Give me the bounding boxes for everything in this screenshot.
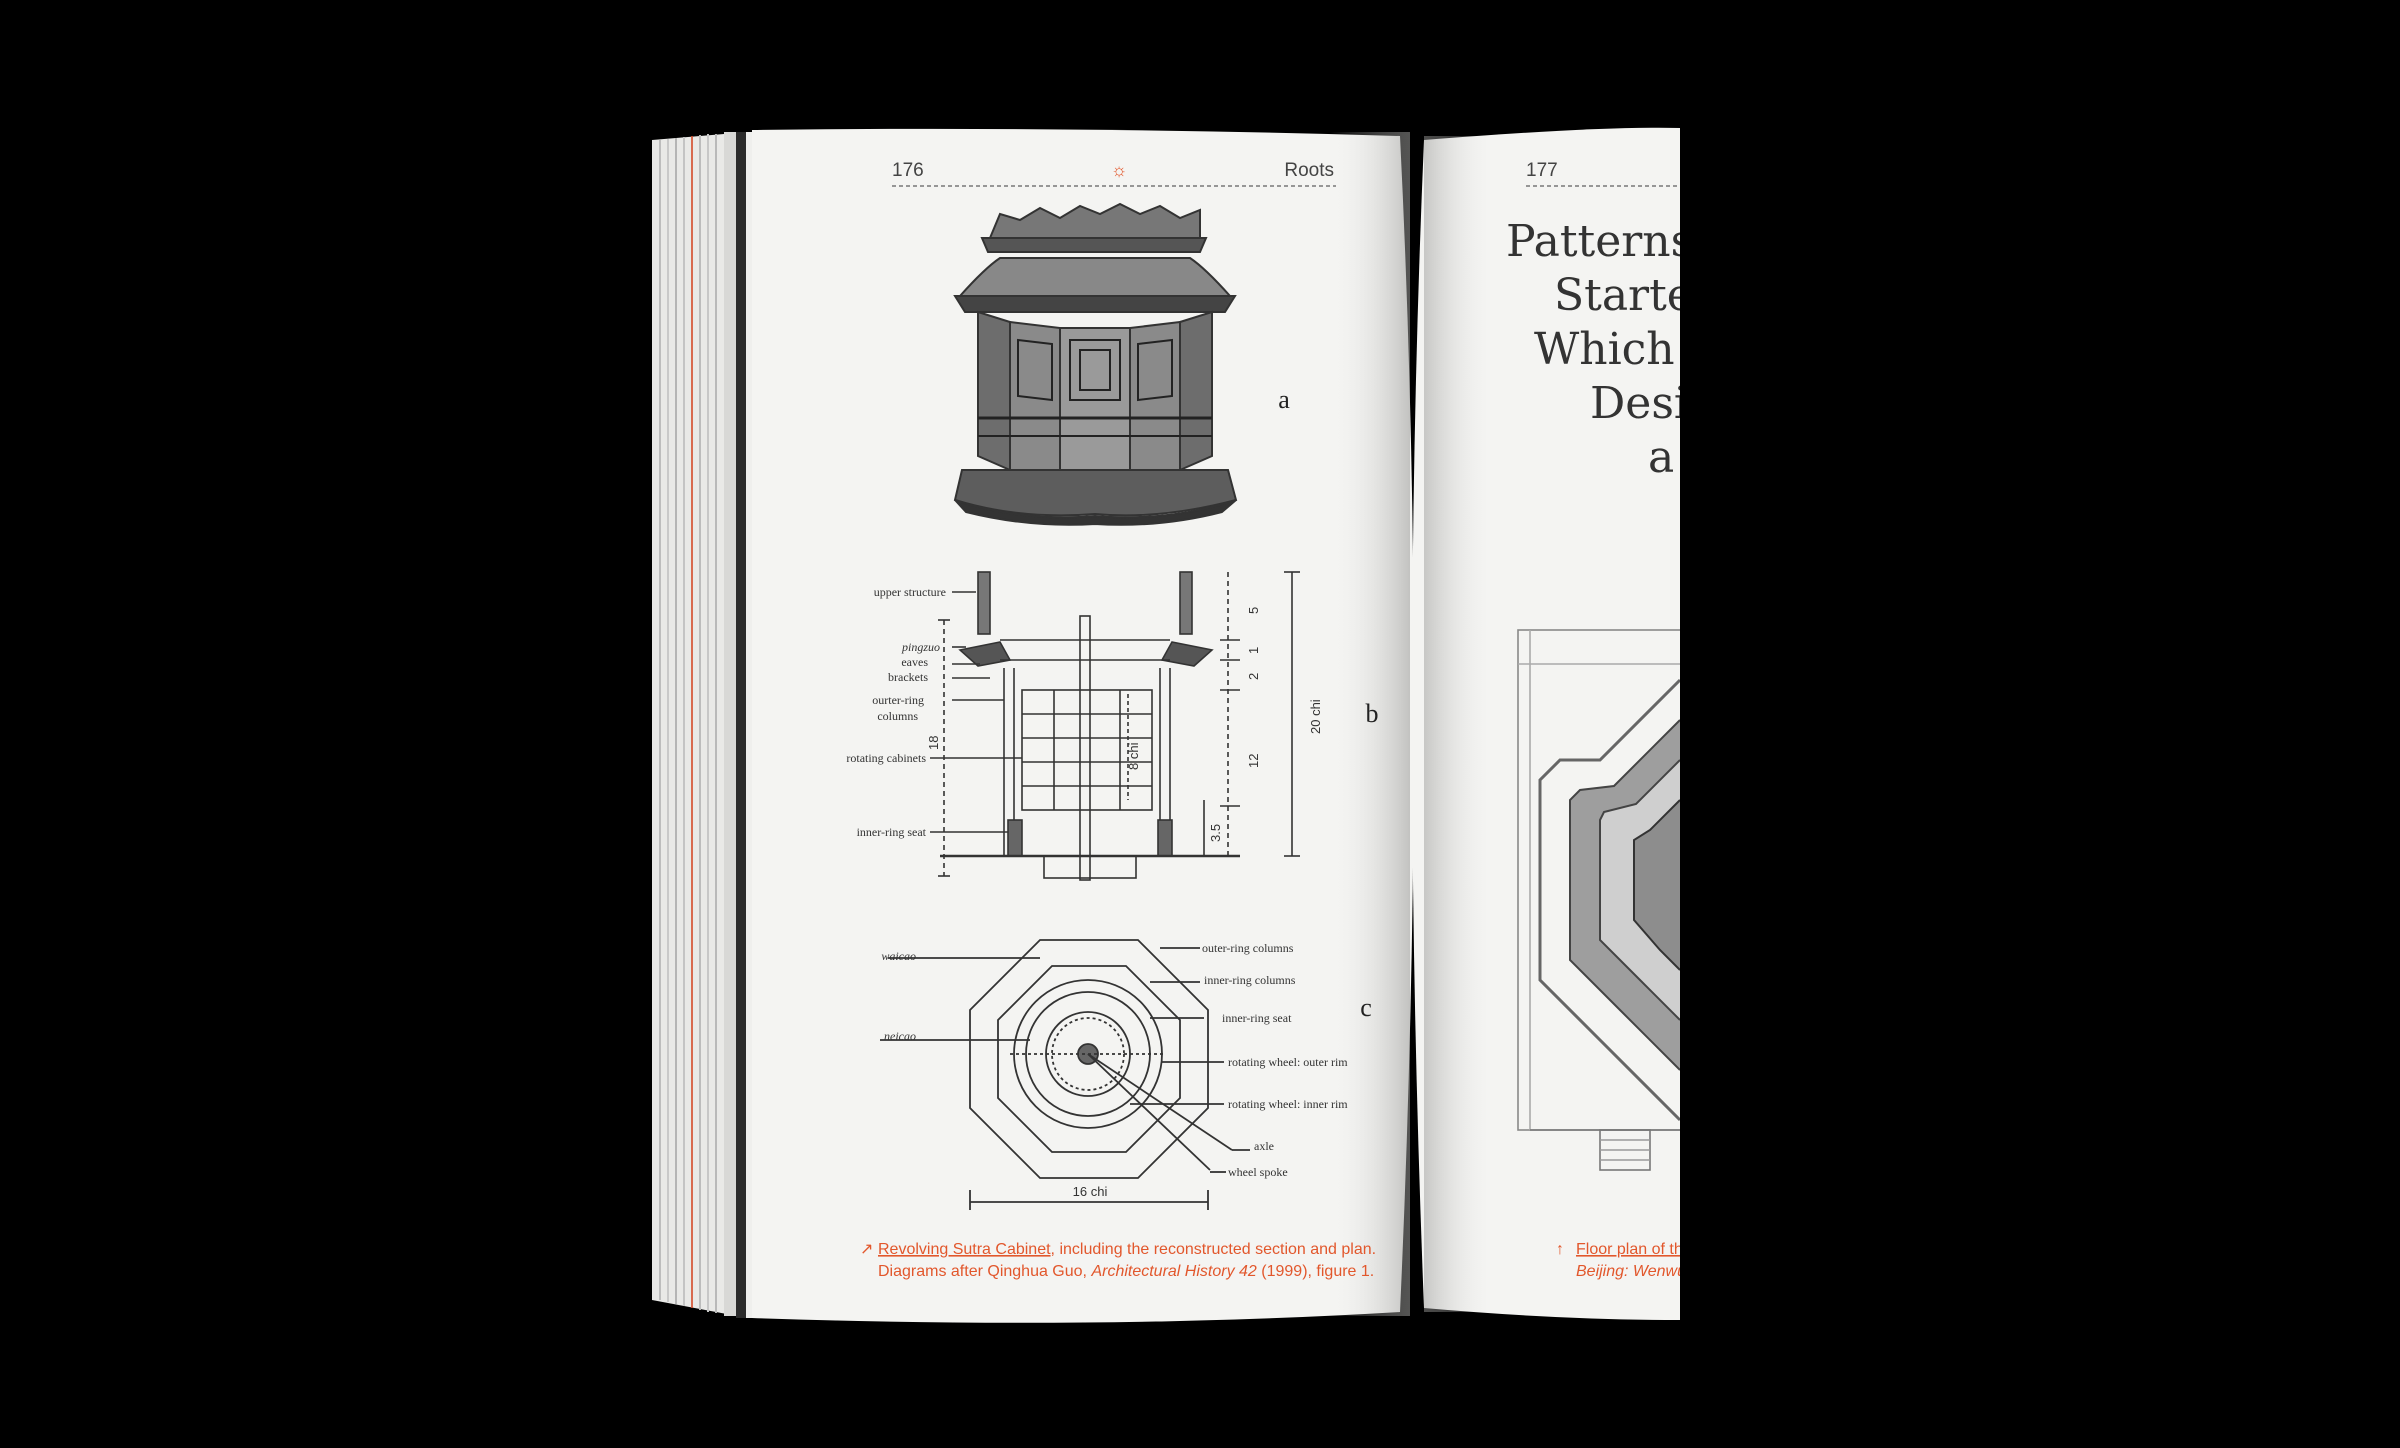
title-line-2: Starte [1554,270,1693,321]
title-line-3: Which [1534,324,1675,375]
label-eaves: eaves [901,655,928,669]
caption-line-1: Revolving Sutra Cabinet, including the r… [878,1241,1376,1258]
dim-5: 5 [1246,607,1261,614]
caption-line-1-rest: , including the reconstructed section an… [1051,1241,1377,1258]
figure-label-a: a [1278,385,1290,414]
label-neicao: neicao [884,1029,916,1043]
dim-18: 18 [926,736,941,750]
label-inner-ring-seat-plan: inner-ring seat [1222,1011,1292,1025]
dim-2: 2 [1246,673,1261,680]
left-page [752,128,1414,1323]
section-dimensions: 5 1 2 12 3.5 18 8 chi 20 chi [926,607,1323,842]
figure-label-c: c [1360,993,1372,1022]
dim-12: 12 [1246,754,1261,768]
label-axle: axle [1254,1139,1274,1153]
dim-20-chi: 20 chi [1308,699,1323,734]
caption-line-2-a: Diagrams after Qinghua Guo, [878,1263,1091,1280]
plan-diagram [880,939,1250,1210]
label-upper-structure: upper structure [874,585,946,599]
dim-3-5: 3.5 [1208,824,1223,842]
right-caption-link[interactable]: Floor plan of th [1576,1241,1683,1258]
page-edges [652,132,752,1318]
label-outer-ring: ourter-ring [872,693,924,707]
dim-16-chi: 16 chi [1073,1184,1108,1199]
chapter-title: Patterns Starte Which Desi a [1506,216,1693,483]
right-caption-arrow-icon: ↑ [1556,1241,1564,1258]
caption-line-2-b: (1999), figure 1. [1257,1263,1374,1280]
plan-labels: waicao neicao outer-ring columns inner-r… [881,941,1348,1179]
floor-plan-drawing [1517,629,1689,1171]
label-wheel-inner-rim: rotating wheel: inner rim [1228,1097,1348,1111]
revolving-sutra-cabinet-illustration [953,202,1238,526]
caption-line-2: Diagrams after Qinghua Guo, Architectura… [878,1263,1374,1280]
label-wheel-outer-rim: rotating wheel: outer rim [1228,1055,1348,1069]
section-diagram [930,571,1300,881]
label-waicao: waicao [881,949,916,963]
right-caption-line-2: Beijing: Wenwu [1576,1263,1686,1280]
caption-arrow-icon: ↗ [860,1241,873,1258]
label-wheel-spoke: wheel spoke [1228,1165,1288,1179]
caption-line-2-italic: Architectural History 42 [1090,1263,1256,1280]
section-labels: upper structure pingzuo eaves brackets o… [846,585,946,839]
label-inner-ring-columns-plan: inner-ring columns [1204,973,1296,987]
header-ornament-icon: ☼ [1111,160,1128,180]
page-number: 176 [892,160,924,181]
label-inner-ring-seat: inner-ring seat [857,825,927,839]
label-pingzuo: pingzuo [901,640,940,654]
right-page-number: 177 [1526,160,1558,181]
label-outer-ring-columns-plan: outer-ring columns [1202,941,1294,955]
title-line-4: Desi [1590,378,1688,429]
title-line-5: a [1648,432,1674,483]
label-brackets: brackets [888,670,928,684]
caption-link-revolving-sutra-cabinet[interactable]: Revolving Sutra Cabinet [878,1241,1051,1258]
dim-1: 1 [1246,647,1261,654]
running-head: Roots [1284,160,1334,181]
title-line-1: Patterns [1506,216,1693,267]
label-rotating-cabinets: rotating cabinets [846,751,926,765]
dim-8-chi: 8 chi [1126,742,1141,770]
cropped-edge [1680,0,2400,1448]
label-outer-ring-columns: columns [877,709,918,723]
figure-label-b: b [1366,699,1379,728]
